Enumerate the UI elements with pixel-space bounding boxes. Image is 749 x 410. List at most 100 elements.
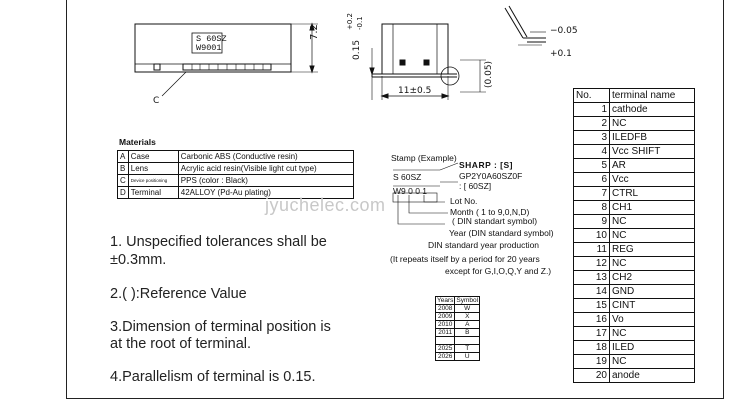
symbol-cell: B — [454, 328, 481, 337]
side-view-body — [381, 23, 449, 75]
terminal-name: Vo — [609, 312, 695, 327]
width-dimension: 11±0.5 — [398, 86, 432, 96]
terminal-number: 3 — [573, 130, 610, 145]
terminal-number: 11 — [573, 242, 610, 257]
terminal-number: 4 — [573, 144, 610, 159]
terminal-number: 17 — [573, 326, 610, 341]
terminal-name: NC — [609, 228, 695, 243]
symbol-cell: T — [454, 344, 481, 353]
material-part: Device positioning — [127, 174, 179, 187]
table-row: Years Symbol — [434, 296, 481, 305]
drawing-frame — [66, 0, 724, 399]
height-dimension: 7.2 — [309, 24, 320, 40]
material-name: Acrylic acid resin(Visible light cut typ… — [177, 162, 354, 175]
top-view-label-box — [191, 32, 223, 54]
terminal-name: anode — [609, 368, 695, 383]
table-row: B Lens Acrylic acid resin(Visible light … — [117, 162, 354, 175]
terminal-name: ILED — [609, 340, 695, 355]
material-name: 42ALLOY (Pd-Au plating) — [177, 186, 354, 199]
terminal-name: CTRL — [609, 186, 695, 201]
terminal-name: CH1 — [609, 200, 695, 215]
terminal-number: 12 — [573, 256, 610, 271]
note-3a: 3.Dimension of terminal position is — [110, 319, 331, 335]
symbol-cell: X — [454, 312, 481, 321]
table-row: D Terminal 42ALLOY (Pd-Au plating) — [117, 186, 354, 199]
terminal-name: NC — [609, 256, 695, 271]
stamp-lot: Lot No. — [450, 196, 478, 206]
terminal-number: 19 — [573, 354, 610, 369]
top-view-label-2: W9001 — [196, 43, 222, 53]
table-row — [434, 336, 481, 345]
year-cell — [434, 336, 456, 345]
material-key: B — [117, 162, 129, 175]
top-view-body — [134, 23, 292, 73]
stamp-line1-left: S 60SZ — [393, 172, 422, 182]
stamp-model: GP2Y0A60SZ0F — [459, 171, 523, 181]
terminal-name: Vcc SHIFT — [609, 144, 695, 159]
table-row: A Case Carbonic ABS (Conductive resin) — [117, 150, 354, 163]
materials-title: Materials — [119, 137, 156, 147]
terminal-name: NC — [609, 214, 695, 229]
symbol-cell: W — [454, 304, 481, 313]
year-cell: 2025 — [434, 344, 456, 353]
terminal-number: 7 — [573, 186, 610, 201]
stamp-repeat: (It repeats itself by a period for 20 ye… — [390, 254, 540, 264]
year-cell: 2009 — [434, 312, 456, 321]
note-3b: at the root of terminal. — [110, 336, 252, 352]
gap-dimension: (0.05) — [484, 60, 494, 88]
terminal-name: CINT — [609, 298, 695, 313]
terminal-name: REG — [609, 242, 695, 257]
stamp-year: Year (DIN standard symbol) — [449, 228, 554, 238]
symbol-header: Symbol — [454, 296, 481, 305]
thickness-tol-minus: -0.1 — [356, 16, 364, 30]
positioning-pin — [153, 63, 161, 71]
material-key: A — [117, 150, 129, 163]
materials-table: A Case Carbonic ABS (Conductive resin) B… — [117, 150, 354, 199]
lead-tol-minus: −0.05 — [550, 26, 578, 36]
note-4: 4.Parallelism of terminal is 0.15. — [110, 369, 316, 385]
year-cell: 2026 — [434, 352, 456, 361]
terminal-name-header: terminal name — [609, 88, 695, 103]
watermark: jyuchelec.com — [265, 195, 386, 215]
terminal-number: 20 — [573, 368, 610, 383]
terminal-number: 10 — [573, 228, 610, 243]
terminal-name: cathode — [609, 102, 695, 117]
terminal-name: GND — [609, 284, 695, 299]
terminal-number: 5 — [573, 158, 610, 173]
terminal-name: ILEDFB — [609, 130, 695, 145]
terminal-number: 16 — [573, 312, 610, 327]
terminal-number: 6 — [573, 172, 610, 187]
terminal-number: 14 — [573, 284, 610, 299]
terminal-name: NC — [609, 116, 695, 131]
table-row: No. terminal name — [573, 88, 695, 103]
material-key: C — [117, 174, 129, 187]
terminal-name: Vcc — [609, 172, 695, 187]
terminal-number: 8 — [573, 200, 610, 215]
material-name: PPS (color : Black) — [177, 174, 354, 187]
terminal-name: NC — [609, 354, 695, 369]
material-part: Case — [127, 150, 179, 163]
thickness-dimension: 0.15 — [352, 39, 362, 60]
years-header: Years — [434, 296, 456, 305]
terminal-number: 18 — [573, 340, 610, 355]
year-cell: 2011 — [434, 328, 456, 337]
stamp-title: Stamp (Example) — [391, 153, 457, 163]
